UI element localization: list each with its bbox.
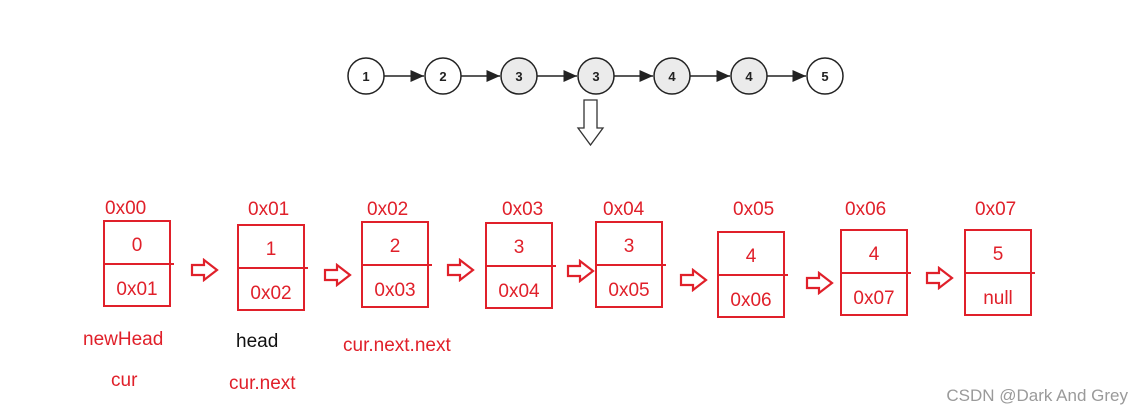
- node-value: 4: [868, 243, 880, 265]
- next-arrow-icon: [323, 263, 352, 287]
- top-list-node: 3: [577, 57, 615, 95]
- top-list-node: 2: [424, 57, 462, 95]
- next-arrow-icon: [190, 258, 219, 282]
- node-value: 5: [992, 243, 1004, 265]
- node-address: 0x01: [248, 199, 290, 220]
- node-address: 0x07: [975, 199, 1017, 220]
- node-divider: [964, 272, 1035, 274]
- top-node-circle: [653, 57, 691, 95]
- node-value: 1: [265, 238, 277, 260]
- top-node-value: 2: [439, 69, 446, 84]
- top-node-circle: [730, 57, 768, 95]
- node-address: 0x03: [502, 199, 544, 220]
- top-node-value: 1: [362, 69, 369, 84]
- watermark: CSDN @Dark And Grey: [946, 386, 1128, 405]
- next-arrow-icon: [446, 258, 475, 282]
- top-node-circle: [424, 57, 462, 95]
- node-next-pointer: 0x05: [608, 279, 650, 301]
- node-divider: [717, 274, 788, 276]
- node-divider: [237, 267, 308, 269]
- top-node-value: 5: [821, 69, 828, 84]
- node-value: 0: [131, 234, 143, 256]
- top-list-node: 3: [500, 57, 538, 95]
- label-cur-next-next: cur.next.next: [343, 335, 451, 356]
- top-list-node: 1: [347, 57, 385, 95]
- node-next-pointer: 0x06: [730, 289, 772, 311]
- node-address: 0x04: [603, 199, 645, 220]
- top-node-circle: [500, 57, 538, 95]
- node-next-pointer: 0x03: [374, 279, 416, 301]
- next-arrow-icon: [925, 266, 954, 290]
- top-node-circle: [577, 57, 615, 95]
- node-divider: [103, 263, 174, 265]
- top-node-value: 3: [592, 69, 599, 84]
- node-next-pointer: 0x04: [498, 280, 540, 302]
- node-value: 2: [389, 235, 401, 257]
- node-address: 0x05: [733, 199, 775, 220]
- node-address: 0x02: [367, 199, 409, 220]
- node-address: 0x06: [845, 199, 887, 220]
- node-value: 3: [623, 235, 635, 257]
- next-arrow-icon: [566, 259, 595, 283]
- top-node-value: 4: [745, 69, 753, 84]
- label-cur: cur: [111, 370, 138, 391]
- label-cur-next: cur.next: [229, 373, 296, 394]
- top-node-value: 4: [668, 69, 676, 84]
- node-divider: [595, 264, 666, 266]
- top-node-circle: [347, 57, 385, 95]
- label-newhead: newHead: [83, 329, 164, 350]
- node-address: 0x00: [105, 198, 147, 219]
- top-node-value: 3: [515, 69, 522, 84]
- node-next-pointer: 0x02: [250, 282, 292, 304]
- next-arrow-icon: [805, 271, 834, 295]
- down-arrow-icon: [576, 99, 605, 147]
- next-arrow-icon: [679, 268, 708, 292]
- node-next-pointer: null: [983, 287, 1013, 309]
- top-list-node: 5: [806, 57, 844, 95]
- label-head: head: [236, 331, 279, 352]
- top-list-node: 4: [730, 57, 768, 95]
- top-linked-list: 1 2 3 3 4 4 5: [347, 57, 844, 147]
- node-value: 3: [513, 236, 525, 258]
- node-divider: [485, 265, 556, 267]
- node-next-pointer: 0x07: [853, 287, 895, 309]
- node-divider: [361, 264, 432, 266]
- node-next-pointer: 0x01: [116, 278, 158, 300]
- node-divider: [840, 272, 911, 274]
- node-value: 4: [745, 245, 757, 267]
- top-list-node: 4: [653, 57, 691, 95]
- top-node-circle: [806, 57, 844, 95]
